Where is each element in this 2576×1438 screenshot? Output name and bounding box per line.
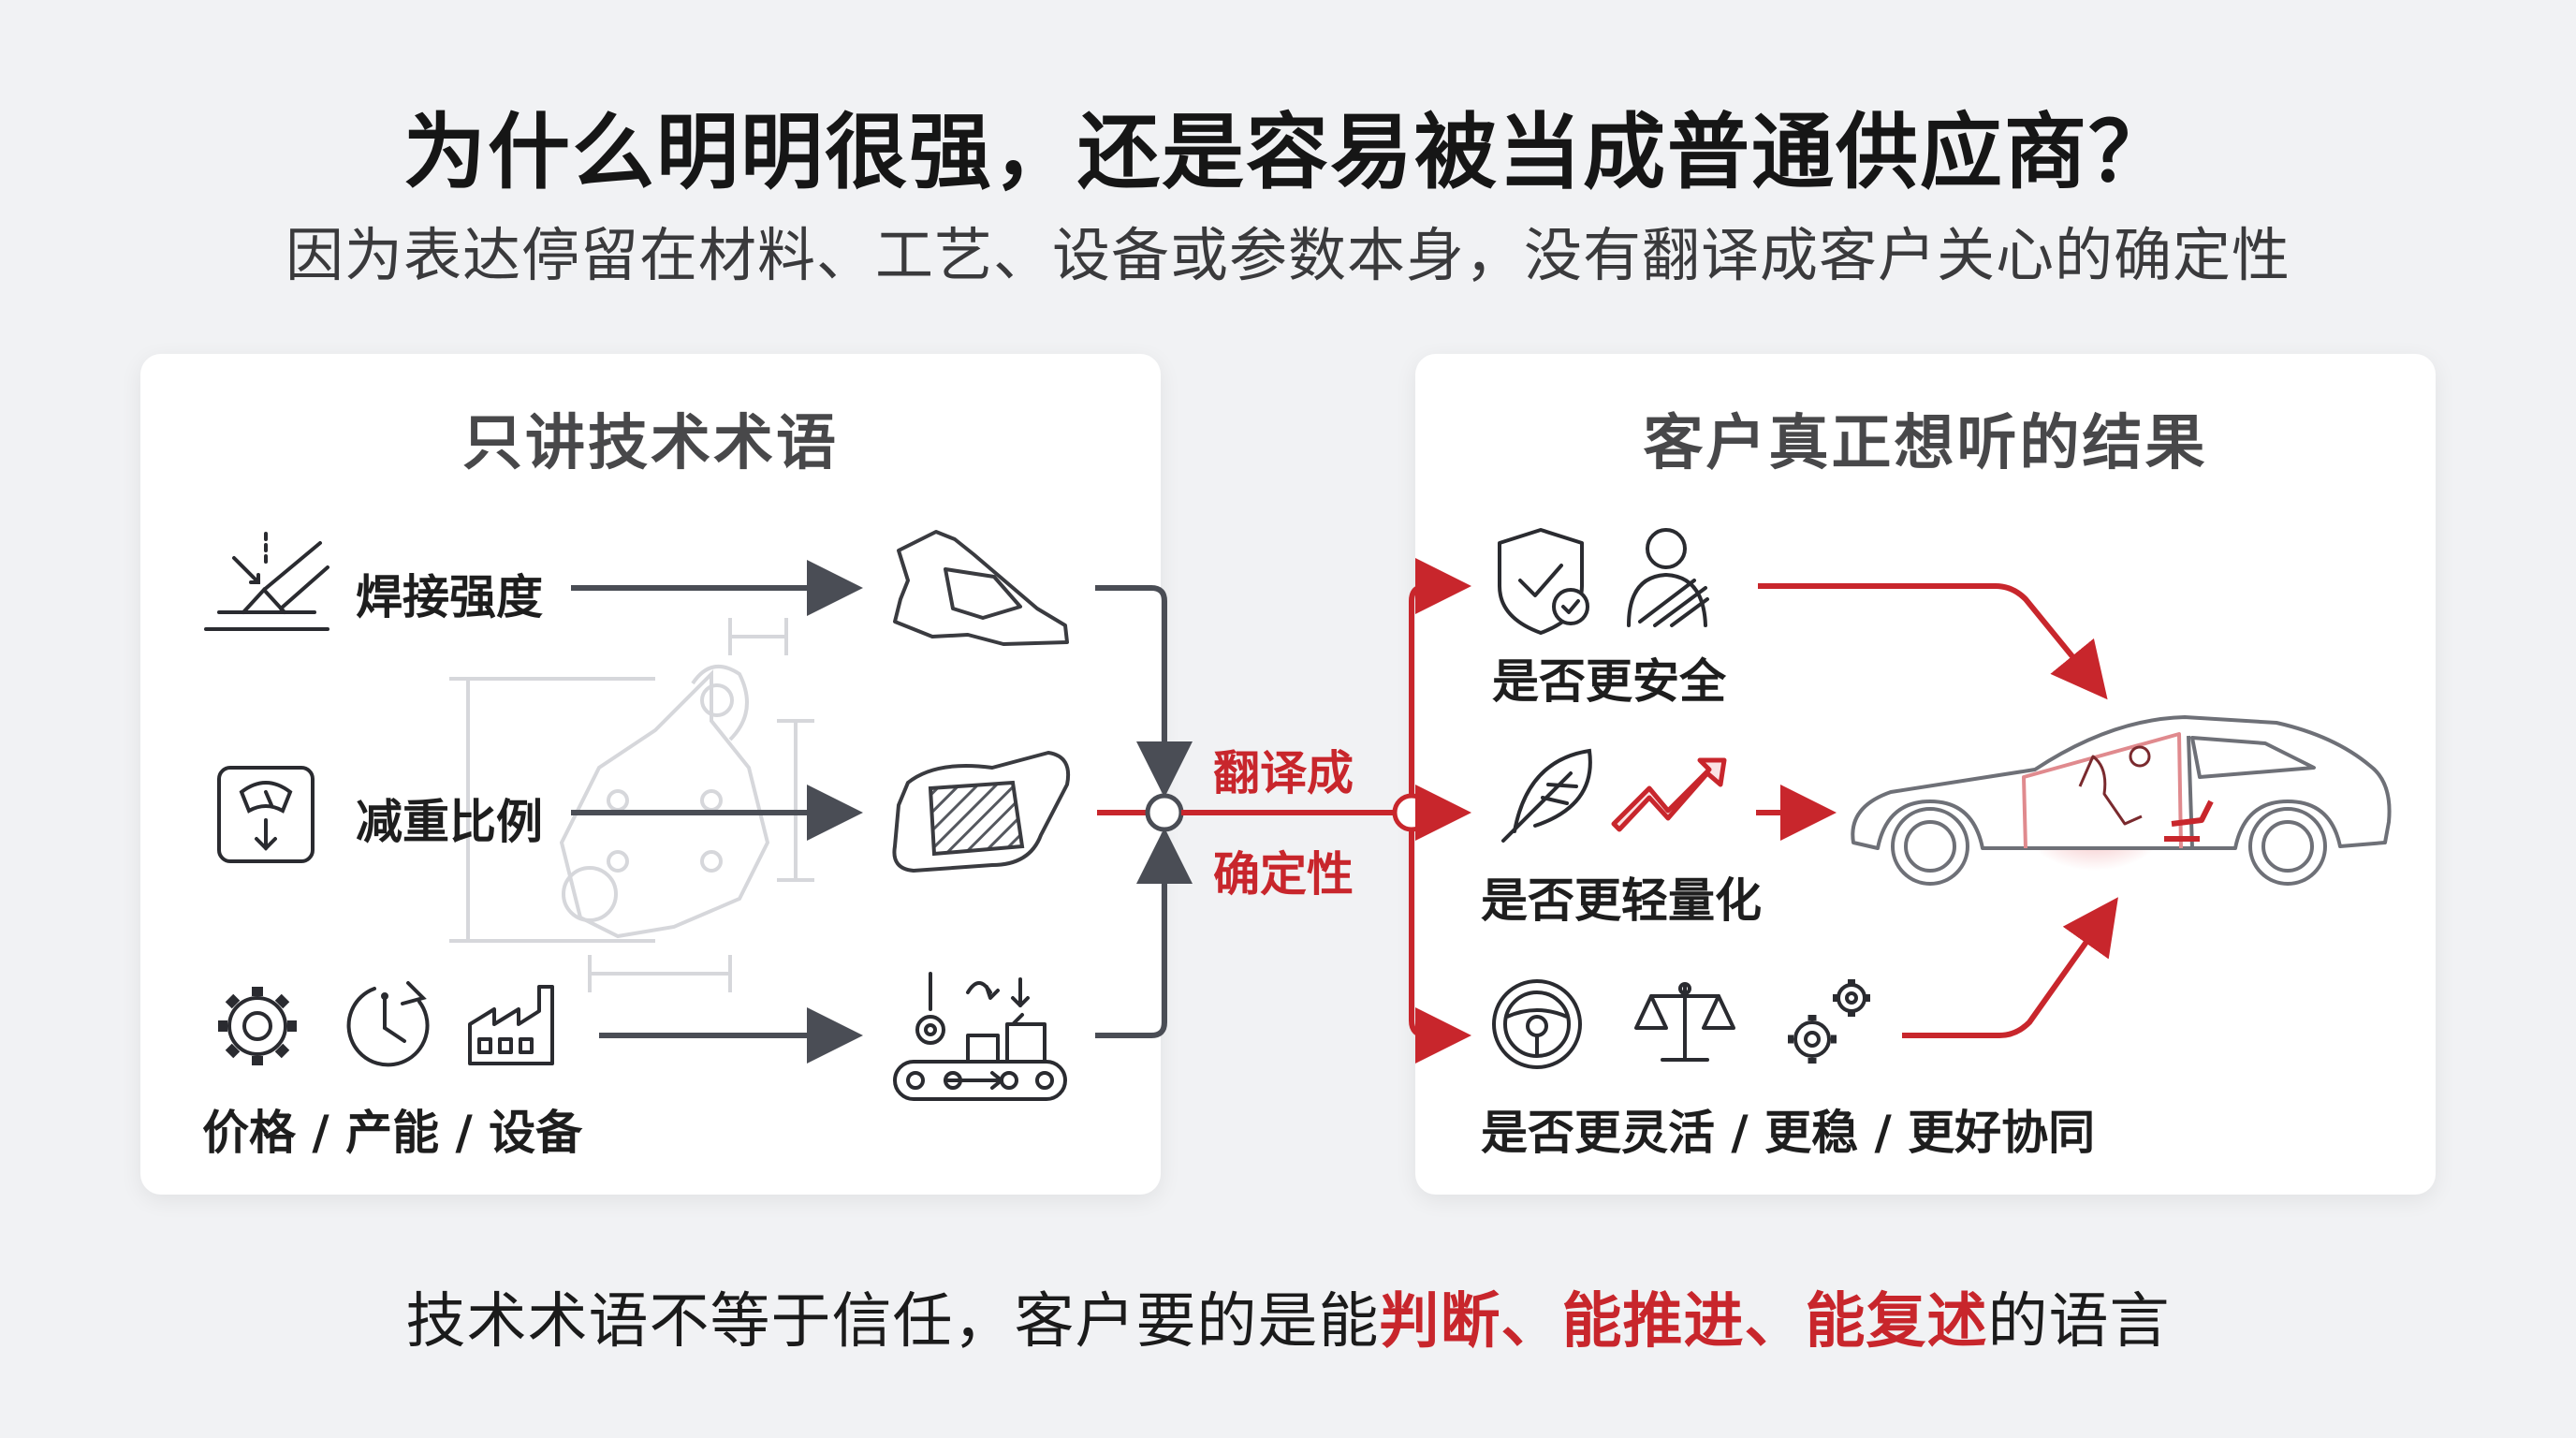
merge-line-bottom: [1095, 828, 1193, 1038]
shield-check-icon: [1498, 528, 1589, 635]
label-welding-strength: 焊接强度: [356, 570, 543, 624]
background-bracket-drawing: [449, 618, 814, 992]
merge-node: [1145, 793, 1184, 832]
footer-highlight-advance: 能推进、: [1561, 1287, 1806, 1357]
merge-line-top: [1095, 585, 1193, 798]
split-arrow-bottom: [1409, 829, 1471, 1064]
page-subtitle: 因为表达停留在材料、工艺、设备或参数本身，没有翻译成客户关心的确定性: [285, 221, 2291, 289]
bracket-part-icon: [893, 530, 1069, 646]
steering-wheel-icon: [1492, 979, 1582, 1069]
arrow-safety-to-car: [1758, 583, 2108, 700]
label-weight-reduction: 减重比例: [356, 795, 543, 849]
footer-highlight-judge: 判断、: [1379, 1287, 1562, 1357]
right-panel-title: 客户真正想听的结果: [1643, 409, 2208, 478]
label-safer: 是否更安全: [1492, 654, 1726, 709]
footer-part1: 技术术语不等于信任，客户要的是能: [405, 1287, 1380, 1357]
footer-part2: 的语言: [1987, 1287, 2171, 1357]
conveyor-production-icon: [893, 972, 1067, 1101]
welding-icon: [204, 532, 329, 631]
label-translate-into: 翻译成: [1213, 746, 1354, 800]
split-node: [1392, 793, 1431, 832]
clock-icon: [346, 981, 430, 1067]
arrow-flexible-to-car: [1902, 897, 2118, 1038]
footer-highlight-retell: 能复述: [1805, 1287, 1988, 1357]
label-certainty: 确定性: [1213, 847, 1354, 902]
balance-scale-icon: [1634, 982, 1735, 1062]
scale-icon: [217, 766, 315, 863]
car-icon: [1851, 715, 2392, 886]
lightweight-plate-icon: [892, 750, 1070, 873]
label-lighter: 是否更轻量化: [1481, 873, 1762, 928]
footer-statement: 技术术语不等于信任，客户要的是能判断、能推进、能复述的语言: [0, 1273, 2576, 1359]
label-price-capacity-equipment: 价格 / 产能 / 设备: [202, 1106, 583, 1160]
factory-icon: [468, 985, 554, 1065]
gears-icon: [1788, 979, 1870, 1064]
page-title: 为什么明明很强，还是容易被当成普通供应商？: [402, 104, 2173, 200]
split-arrow-top: [1409, 558, 1471, 796]
trend-up-icon: [1611, 757, 1727, 832]
feather-icon: [1501, 748, 1592, 843]
gear-icon: [218, 987, 297, 1065]
label-flexible-stable-collaborative: 是否更灵活 / 更稳 / 更好协同: [1481, 1106, 2096, 1160]
left-panel-title: 只讲技术术语: [462, 409, 839, 478]
seatbelt-person-icon: [1627, 528, 1709, 627]
